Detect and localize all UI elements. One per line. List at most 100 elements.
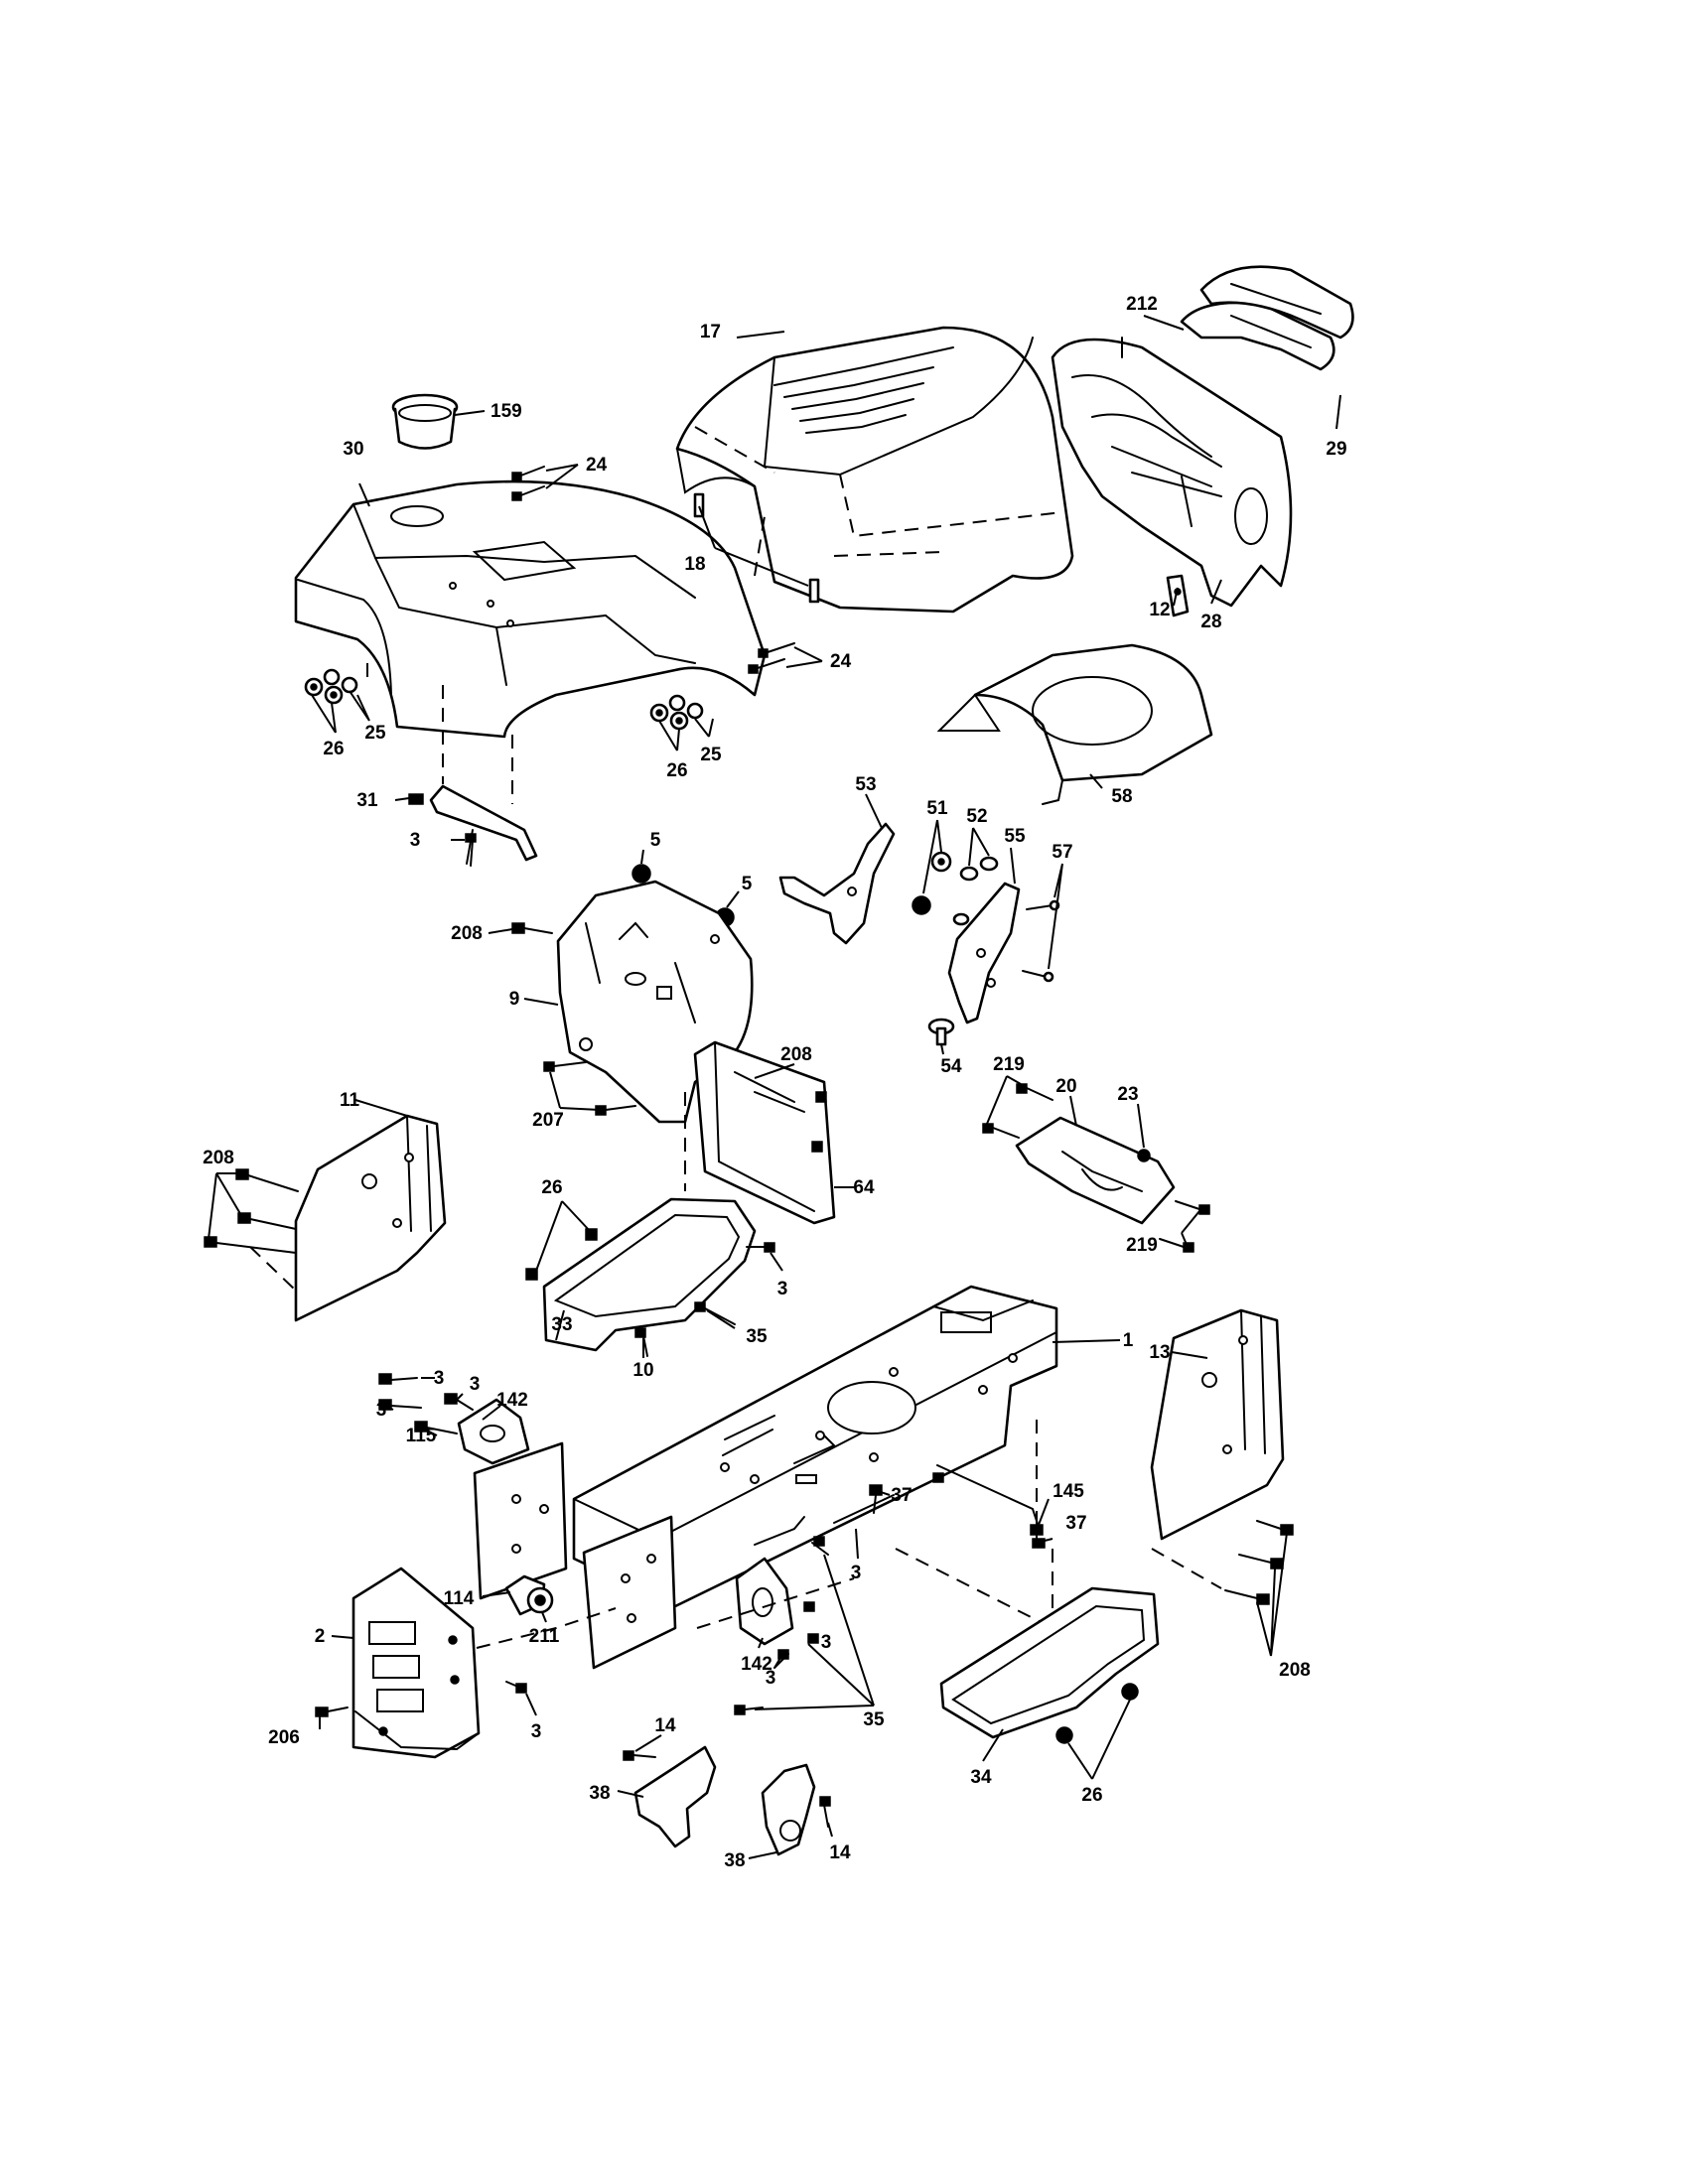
callout-12: 12 — [1149, 600, 1170, 620]
nut-washer-part — [304, 668, 358, 705]
callout-24: 24 — [830, 651, 852, 672]
callout-53: 53 — [855, 774, 876, 795]
callout-3: 3 — [434, 1368, 445, 1389]
alignment-line — [476, 1607, 617, 1649]
callout-2: 2 — [315, 1626, 326, 1647]
fuel-cap-part — [391, 393, 459, 450]
callout-11: 11 — [340, 1090, 360, 1111]
callout-30: 30 — [343, 439, 363, 460]
callout-3: 3 — [531, 1721, 542, 1742]
callout-labels: 17 212 159 30 24 18 29 12 28 24 26 25 26… — [203, 294, 1346, 1871]
callout-34: 34 — [970, 1767, 992, 1788]
callout-57: 57 — [1052, 842, 1072, 863]
callout-219: 219 — [1126, 1235, 1158, 1256]
knob-part — [927, 1018, 955, 1046]
bushing-part — [504, 1574, 554, 1616]
callout-37: 37 — [1065, 1513, 1086, 1534]
callout-26: 26 — [666, 760, 687, 781]
callout-33: 33 — [551, 1314, 572, 1335]
callout-3: 3 — [766, 1668, 776, 1689]
callout-58: 58 — [1111, 786, 1132, 807]
callout-64: 64 — [853, 1177, 875, 1198]
callout-212: 212 — [1126, 294, 1158, 315]
callout-208: 208 — [451, 923, 483, 944]
callout-3: 3 — [821, 1632, 832, 1653]
callout-208: 208 — [203, 1148, 234, 1168]
callout-25: 25 — [364, 723, 386, 744]
callout-24: 24 — [586, 455, 608, 476]
callout-3: 3 — [470, 1374, 481, 1395]
callout-35: 35 — [746, 1326, 768, 1347]
bracket-part — [684, 1040, 836, 1225]
clip-part — [1166, 574, 1190, 617]
frame-bracket-part — [582, 1515, 677, 1670]
callout-3: 3 — [777, 1279, 788, 1299]
callout-38: 38 — [589, 1783, 610, 1804]
heat-shield-part — [936, 643, 1213, 805]
bolt-part — [543, 1061, 636, 1116]
callout-52: 52 — [966, 806, 987, 827]
callout-54: 54 — [940, 1056, 962, 1077]
callout-26: 26 — [1081, 1785, 1102, 1806]
callout-5: 5 — [650, 830, 661, 851]
callout-114: 114 — [444, 1588, 475, 1609]
leader-lines — [208, 315, 1341, 1859]
callout-20: 20 — [1055, 1076, 1076, 1097]
screw-part — [511, 466, 545, 501]
nut-part — [632, 864, 735, 927]
mount-bracket-part — [982, 1083, 1210, 1253]
callout-13: 13 — [1149, 1342, 1170, 1363]
callout-142: 142 — [741, 1654, 772, 1675]
callout-207: 207 — [532, 1110, 564, 1131]
callout-206: 206 — [268, 1727, 300, 1748]
callout-145: 145 — [1052, 1481, 1084, 1502]
callout-29: 29 — [1326, 439, 1346, 460]
callout-1: 1 — [1123, 1330, 1134, 1351]
screw-part — [465, 833, 477, 867]
hood-part — [675, 326, 1074, 614]
pin-part — [1022, 899, 1060, 983]
callout-208: 208 — [1279, 1660, 1311, 1681]
side-plate-part — [204, 1114, 447, 1322]
callout-14: 14 — [829, 1843, 851, 1863]
trim-part — [1180, 265, 1354, 371]
callout-3: 3 — [376, 1400, 387, 1421]
callout-5: 5 — [742, 874, 753, 894]
bolt-part — [511, 922, 553, 934]
callout-25: 25 — [700, 745, 722, 765]
bracket-part — [778, 822, 896, 945]
callout-26: 26 — [323, 739, 344, 759]
callout-3: 3 — [851, 1563, 862, 1583]
callout-208: 208 — [780, 1044, 812, 1065]
front-plate-part — [315, 1567, 527, 1759]
callout-159: 159 — [491, 401, 522, 422]
callout-37: 37 — [891, 1485, 912, 1506]
side-plate-part — [1150, 1308, 1294, 1605]
nut-washer-part — [912, 851, 999, 926]
callout-35: 35 — [863, 1709, 885, 1730]
grille-part — [1051, 337, 1293, 608]
alignment-line — [895, 1548, 1053, 1629]
alignment-line — [696, 1577, 855, 1629]
callout-28: 28 — [1200, 612, 1221, 632]
bracket-part — [734, 1536, 829, 1715]
bracket-part — [947, 882, 1021, 1024]
callout-51: 51 — [926, 798, 948, 819]
callout-10: 10 — [632, 1360, 653, 1381]
nut-washer-part — [649, 694, 704, 731]
callout-3: 3 — [410, 830, 421, 851]
callout-9: 9 — [509, 989, 520, 1010]
screw-part — [748, 642, 795, 674]
hood-pin-part — [693, 492, 820, 604]
callout-26: 26 — [541, 1177, 562, 1198]
dash-panel-part — [294, 479, 767, 739]
callout-115: 115 — [406, 1426, 437, 1446]
bracket-part — [761, 1763, 831, 1856]
footrest-part — [939, 1586, 1160, 1744]
callout-17: 17 — [700, 322, 721, 342]
callout-23: 23 — [1117, 1084, 1138, 1105]
rod-part — [932, 1420, 1046, 1549]
callout-14: 14 — [654, 1715, 676, 1736]
callout-142: 142 — [496, 1390, 528, 1411]
